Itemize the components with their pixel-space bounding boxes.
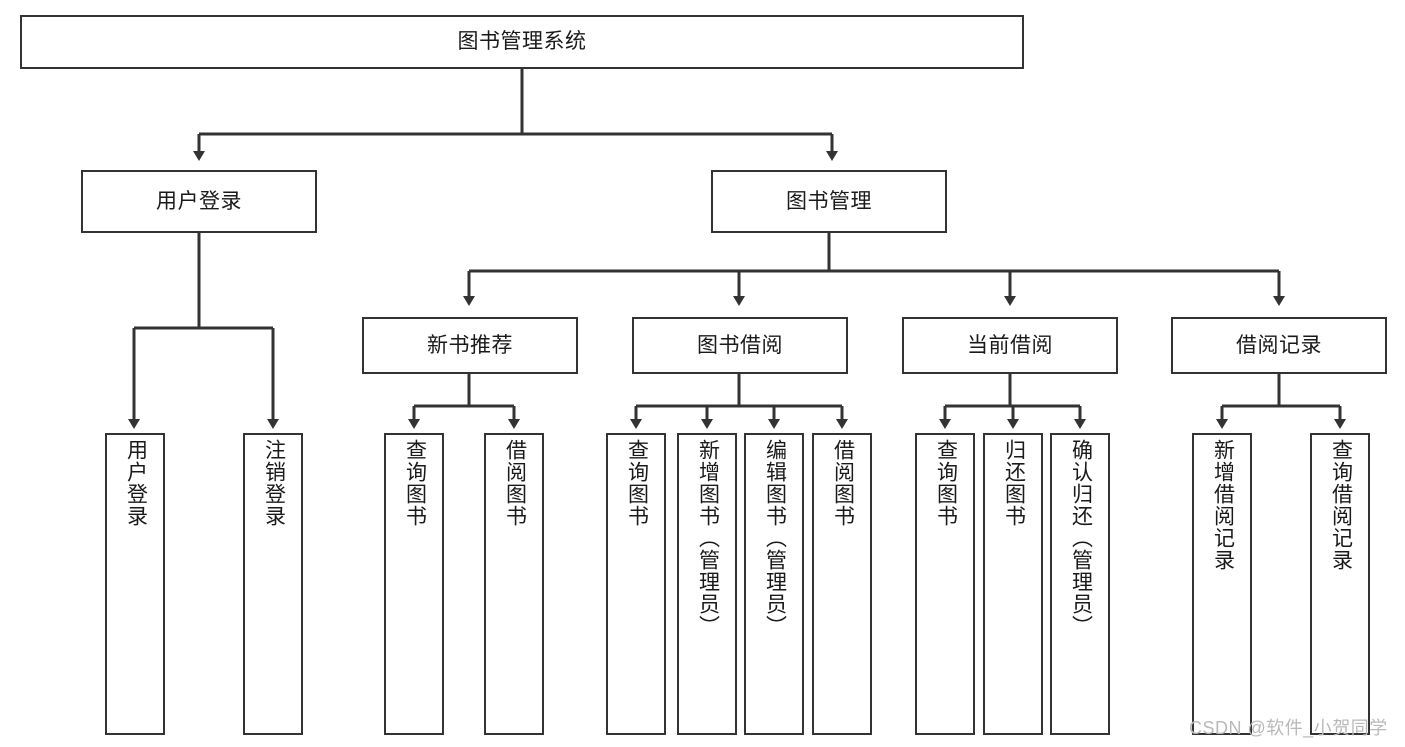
node-user-login[interactable]: 用户登录 (81, 170, 317, 233)
leaf-record-add-record[interactable]: 新增借阅记录 (1192, 433, 1252, 735)
leaf-borrow-add-book[interactable]: 新增图书（管理员） (677, 433, 737, 735)
leaf-label: 查询图书 (934, 439, 958, 527)
leaf-label: 确认归还（管理员） (1069, 439, 1093, 637)
node-book-management[interactable]: 图书管理 (711, 170, 947, 233)
node-book-borrow-label: 图书借阅 (697, 333, 783, 357)
leaf-borrow-borrow-book[interactable]: 借阅图书 (812, 433, 872, 735)
node-borrow-record-label: 借阅记录 (1236, 333, 1322, 357)
leaf-label: 用户登录 (124, 439, 148, 527)
leaf-current-query-book[interactable]: 查询图书 (915, 433, 975, 735)
leaf-recommend-query-book[interactable]: 查询图书 (384, 433, 444, 735)
leaf-label: 新增借阅记录 (1211, 439, 1235, 571)
leaf-borrow-edit-book[interactable]: 编辑图书（管理员） (744, 433, 804, 735)
leaf-label: 查询图书 (625, 439, 649, 527)
node-root[interactable]: 图书管理系统 (20, 15, 1024, 69)
leaf-user-login-logout[interactable]: 注销登录 (243, 433, 303, 735)
node-current-borrow[interactable]: 当前借阅 (902, 317, 1118, 374)
leaf-current-confirm-return[interactable]: 确认归还（管理员） (1050, 433, 1110, 735)
leaf-label: 新增图书（管理员） (696, 439, 720, 637)
node-borrow-record[interactable]: 借阅记录 (1171, 317, 1387, 374)
leaf-label: 借阅图书 (831, 439, 855, 527)
node-book-borrow[interactable]: 图书借阅 (632, 317, 848, 374)
leaf-label: 借阅图书 (503, 439, 527, 527)
leaf-label: 归还图书 (1002, 439, 1026, 527)
node-root-label: 图书管理系统 (457, 30, 587, 54)
leaf-current-return-book[interactable]: 归还图书 (983, 433, 1043, 735)
leaf-label: 注销登录 (262, 439, 286, 527)
node-new-book-recommend[interactable]: 新书推荐 (362, 317, 578, 374)
node-user-login-label: 用户登录 (156, 189, 242, 213)
leaf-record-query-record[interactable]: 查询借阅记录 (1310, 433, 1370, 735)
leaf-borrow-query-book[interactable]: 查询图书 (606, 433, 666, 735)
node-book-management-label: 图书管理 (786, 189, 872, 213)
leaf-label: 编辑图书（管理员） (763, 439, 787, 637)
leaf-label: 查询借阅记录 (1329, 439, 1353, 571)
leaf-user-login-login[interactable]: 用户登录 (105, 433, 165, 735)
leaf-recommend-borrow-book[interactable]: 借阅图书 (484, 433, 544, 735)
leaf-label: 查询图书 (403, 439, 427, 527)
node-current-borrow-label: 当前借阅 (967, 333, 1053, 357)
node-new-book-recommend-label: 新书推荐 (427, 333, 513, 357)
